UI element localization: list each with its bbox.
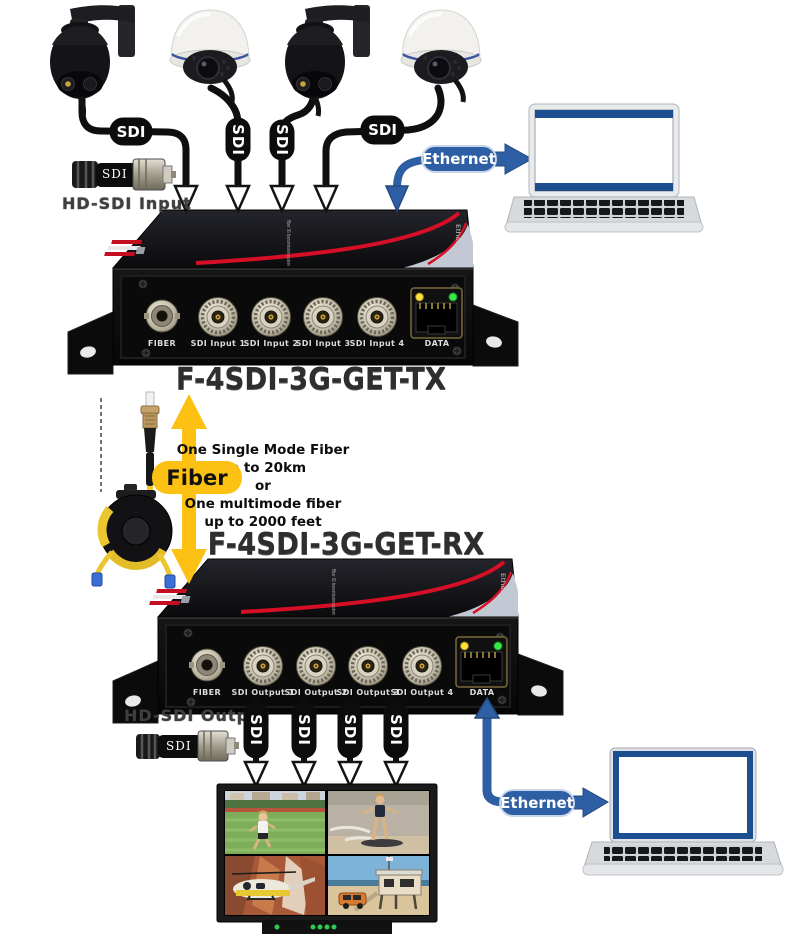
video-feed-1 [225, 791, 325, 854]
sdi-output-label-2: SDI [293, 703, 315, 757]
tx-port-label-data: DATA [424, 339, 450, 348]
monitor-leds [274, 924, 337, 930]
tx-port-label-sdi2: SDI Input 2 [243, 339, 299, 348]
video-feed-4 [328, 856, 429, 915]
ethernet-label-bottom: Ethernet [499, 789, 575, 817]
sdi-cable-label-1: SDI [111, 119, 151, 144]
sdi-cable-label-3: SDI [271, 121, 293, 159]
sdi-output-label-1-text: SDI [247, 714, 265, 746]
tx-port-label-fiber: FIBER [147, 339, 177, 348]
rx-port-label-fiber: FIBER [192, 688, 222, 697]
fiber-note-line-4: One multimode fiber [184, 496, 342, 512]
tx-port-label-sdi4: SDI Input 4 [349, 339, 405, 348]
sdi-output-label-4: SDI [385, 703, 407, 757]
camera-1 [50, 5, 135, 116]
rx-port-label-data: DATA [469, 688, 495, 697]
rx-device [111, 557, 565, 725]
bnc-connector-input [72, 158, 176, 191]
tx-port-label-sdi3: SDI Input 3 [295, 339, 351, 348]
fiber-spool [91, 484, 176, 589]
laptop-top [504, 103, 704, 233]
hd-sdi-output-label: HD-SDI Output [124, 706, 271, 725]
sdi-output-arrows [243, 760, 409, 790]
bnc-connector-output [136, 730, 239, 762]
sdi-output-label-4-text: SDI [387, 714, 405, 746]
video-feed-2 [328, 791, 429, 854]
fiber-label: Fiber [152, 461, 242, 494]
bnc-output-sdi-text: SDI [166, 739, 192, 753]
fiber-note-line-1: One Single Mode Fiber [176, 442, 350, 458]
rx-port-label-sdi2: SDI Output 2 [284, 688, 348, 697]
sdi-cable-label-2-text: SDI [229, 123, 247, 156]
rx-port-label-sdi4: SDI Output 4 [390, 688, 454, 697]
sdi-output-label-3: SDI [339, 703, 361, 757]
tx-device-title: F-4SDI-3G-GET-TX [175, 362, 447, 397]
fiber-note-line-5: up to 2000 feet [204, 514, 322, 530]
video-feed-3 [225, 856, 325, 915]
hd-sdi-input-label: HD-SDI Input [62, 194, 192, 213]
sdi-output-label-1: SDI [245, 703, 267, 757]
sdi-cable-label-4: SDI [362, 117, 403, 143]
rx-port-label-sdi3: SDI Output 3 [336, 688, 400, 697]
fiber-note-line-3: or [255, 478, 271, 494]
fiber-st-connector [140, 391, 160, 506]
sdi-cable-label-2: SDI [227, 119, 249, 160]
sdi-output-label-2-text: SDI [295, 714, 313, 746]
bnc-input-sdi-text: SDI [102, 167, 128, 181]
rx-device-title: F-4SDI-3G-GET-RX [207, 527, 485, 562]
tx-port-label-sdi1: SDI Input 1 [190, 339, 246, 348]
sdi-cable-label-3-text: SDI [273, 124, 291, 156]
camera-3 [285, 5, 370, 116]
laptop-bottom [582, 747, 784, 876]
monitor [216, 783, 438, 934]
rx-port-label-sdi1: SDI Output 1 [231, 688, 295, 697]
tx-device [66, 208, 520, 376]
ethernet-label-top: Ethernet [421, 145, 497, 173]
sdi-input-arrows [173, 184, 339, 215]
sdi-output-label-3-text: SDI [341, 714, 359, 746]
